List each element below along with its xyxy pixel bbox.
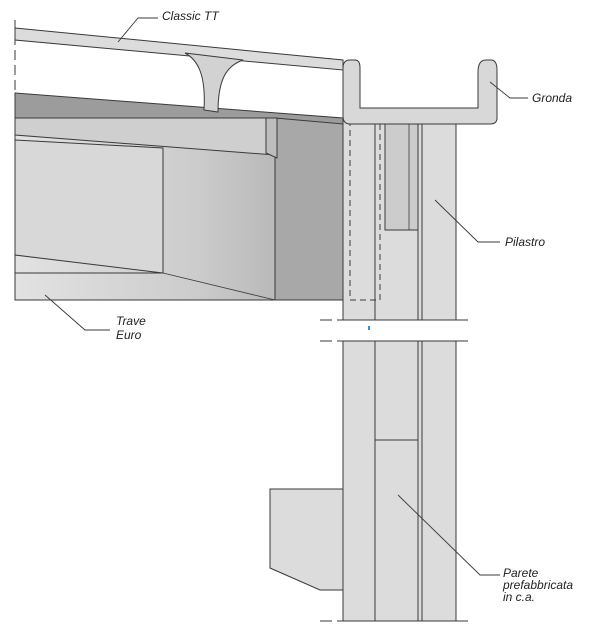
classic-tt-flange (14, 27, 344, 71)
classic-tt-rib (184, 52, 244, 113)
beam-web-panel (14, 139, 164, 274)
leader-pilastro (434, 199, 500, 243)
leader-classic-tt (117, 17, 158, 43)
leader-gronda (489, 81, 528, 99)
label-euro: Euro (116, 328, 142, 342)
gronda-gutter (342, 59, 498, 231)
pilastro-body-lower (342, 340, 457, 622)
leader-trave-euro (44, 294, 110, 331)
corbel (269, 488, 344, 591)
label-in-ca: in c.a. (503, 590, 535, 604)
beam-end-face (274, 117, 344, 301)
beam-ledge-end (265, 117, 278, 159)
label-parete: Parete (503, 566, 539, 580)
label-classic-tt: Classic TT (162, 9, 220, 23)
beam-flange-line-2 (162, 272, 276, 301)
label-pilastro: Pilastro (505, 235, 545, 249)
trave-euro-beam (14, 92, 344, 301)
label-gronda: Gronda (532, 91, 572, 105)
pilastro-lower (269, 340, 457, 622)
label-trave: Trave (116, 314, 146, 328)
leader-lines (44, 17, 528, 576)
leader-parete (397, 494, 500, 576)
label-prefabbricata: prefabbricata (502, 578, 573, 592)
